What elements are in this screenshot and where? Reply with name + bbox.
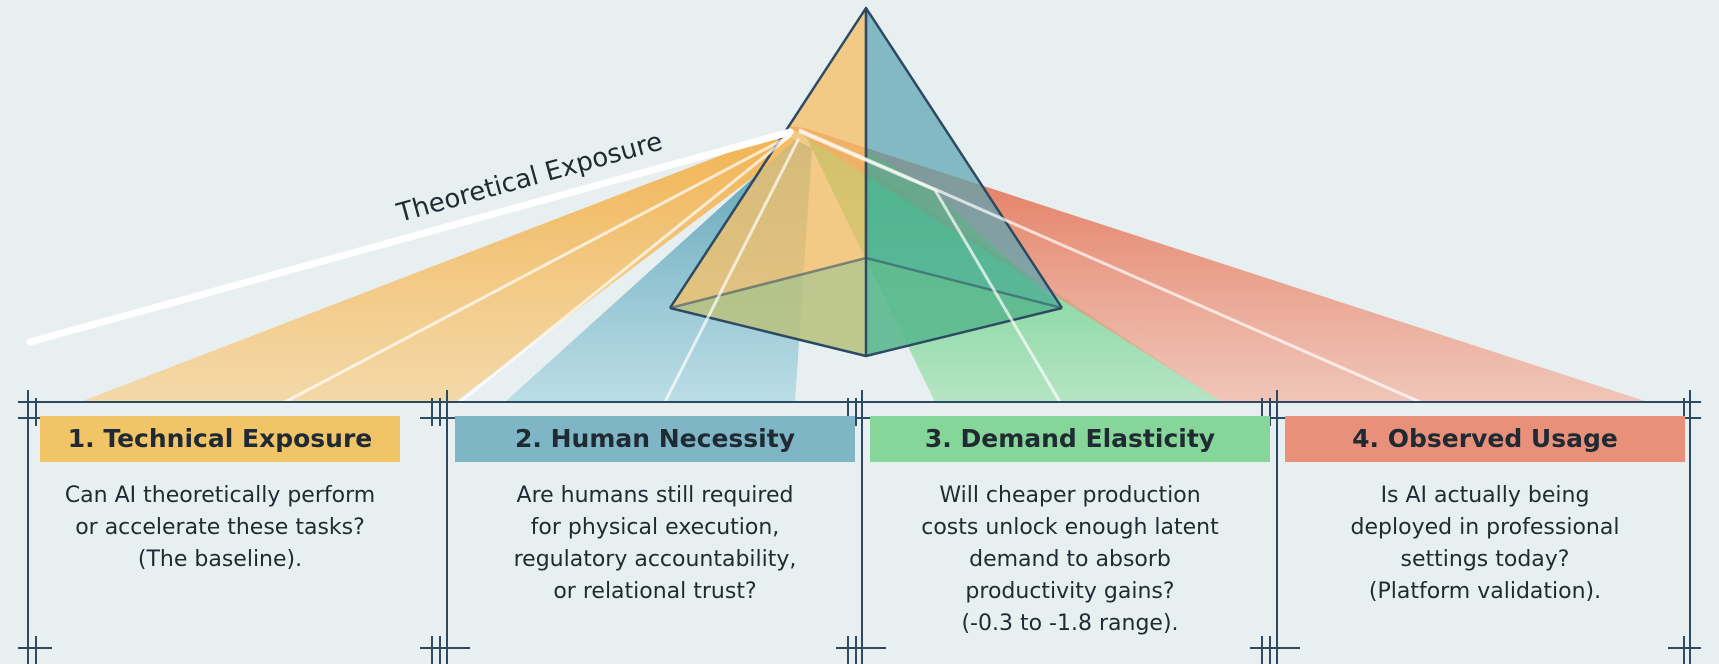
column-description: Is AI actually being deployed in profess…	[1350, 483, 1620, 604]
column-header: 1. Technical Exposure	[40, 416, 400, 462]
column-header: 3. Demand Elasticity	[870, 416, 1270, 462]
column-description: Are humans still required for physical e…	[513, 483, 797, 604]
prism-outline	[668, 6, 1064, 358]
column-human-necessity: 2. Human Necessity Are humans still requ…	[455, 410, 855, 664]
prism-green-glow	[866, 150, 1062, 356]
column-header: 2. Human Necessity	[455, 416, 855, 462]
light-streaks	[283, 128, 1422, 404]
column-title: 3. Demand Elasticity	[924, 424, 1216, 453]
column-title: 1. Technical Exposure	[67, 424, 373, 453]
column-title: 2. Human Necessity	[515, 424, 795, 453]
technical-exposure-beam	[80, 132, 800, 402]
incoming-light-beam	[26, 128, 794, 346]
prism-face-left	[670, 8, 866, 356]
column-title: 4. Observed Usage	[1352, 424, 1618, 453]
column-header: 4. Observed Usage	[1285, 416, 1685, 462]
table-grid	[18, 390, 1701, 664]
human-necessity-beam	[505, 140, 812, 402]
column-observed-usage: 4. Observed Usage Is AI actually being d…	[1285, 410, 1685, 664]
prism-face-right	[866, 8, 1062, 356]
column-description: Will cheaper production costs unlock eno…	[921, 483, 1219, 636]
observed-usage-beam	[788, 126, 1648, 402]
column-technical-exposure: 1. Technical Exposure Can AI theoretical…	[40, 410, 432, 664]
column-description: Can AI theoretically perform or accelera…	[64, 483, 376, 572]
column-demand-elasticity: 3. Demand Elasticity Will cheaper produc…	[870, 410, 1270, 664]
